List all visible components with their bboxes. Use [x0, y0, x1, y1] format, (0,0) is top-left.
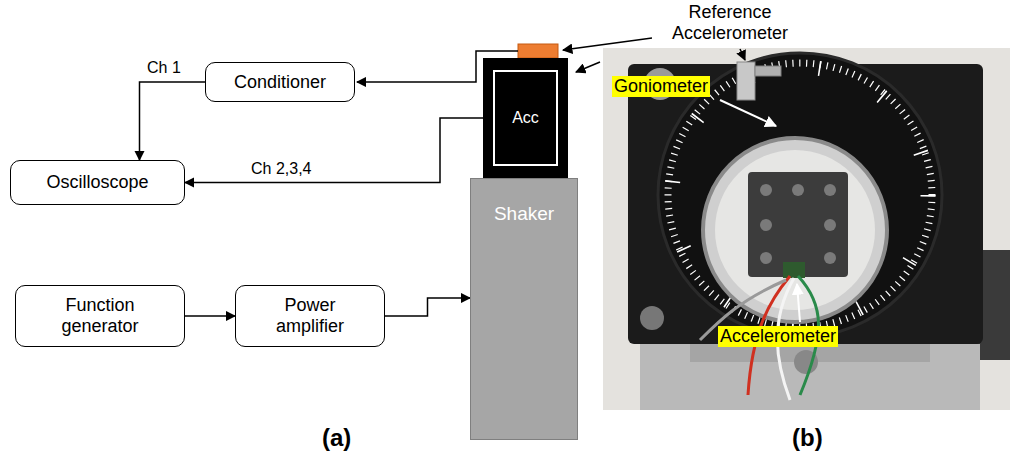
leader-arrow [797, 284, 800, 322]
leader-arrow [576, 62, 600, 72]
knob [640, 306, 664, 330]
channel-label: Ch 2,3,4 [250, 160, 312, 178]
screw [792, 184, 804, 196]
callout-label: Goniometer [612, 76, 710, 97]
screw [824, 184, 836, 196]
reference-accelerometer [518, 44, 558, 58]
panel-label: (a) [322, 424, 351, 452]
signal-arrow [140, 82, 206, 160]
signal-arrow [385, 298, 470, 316]
leader-arrow [740, 49, 745, 60]
screw [824, 252, 836, 264]
dial-ticks [672, 67, 928, 323]
panel-label: (b) [792, 424, 823, 452]
callout-label: Accelerometer [718, 326, 838, 347]
rotary-ring [703, 138, 887, 322]
node-text: Shaker [494, 203, 554, 225]
process-box: Function generator [15, 285, 185, 347]
signal-arrow [185, 118, 483, 183]
node-text: Conditioner [234, 72, 326, 93]
dial-ticks [668, 63, 932, 327]
node-text: Oscilloscope [46, 172, 148, 193]
process-box: Conditioner [205, 62, 355, 102]
shaker-box: Shaker [470, 178, 578, 440]
rotary-disk [715, 150, 875, 310]
node-text: Acc [512, 109, 539, 127]
screw [824, 219, 836, 231]
shaker-base [640, 344, 980, 410]
screw [760, 219, 772, 231]
accelerometer-box: Acc [483, 58, 568, 178]
accelerometer-board [783, 262, 805, 278]
screw [760, 184, 772, 196]
node-text: Power amplifier [255, 295, 365, 336]
leader-arrow [720, 100, 776, 126]
connector [755, 66, 781, 76]
channel-label: Ch 1 [146, 59, 182, 77]
signal-arrow [185, 315, 235, 317]
node-text: Function generator [45, 295, 155, 336]
callout-label: Reference Accelerometer [660, 2, 800, 43]
process-box: Power amplifier [235, 285, 385, 347]
reference-accelerometer-photo [737, 62, 755, 100]
mount-block [748, 172, 848, 277]
process-box: Oscilloscope [10, 160, 185, 205]
photo-background [603, 48, 1010, 410]
screw [760, 252, 772, 264]
